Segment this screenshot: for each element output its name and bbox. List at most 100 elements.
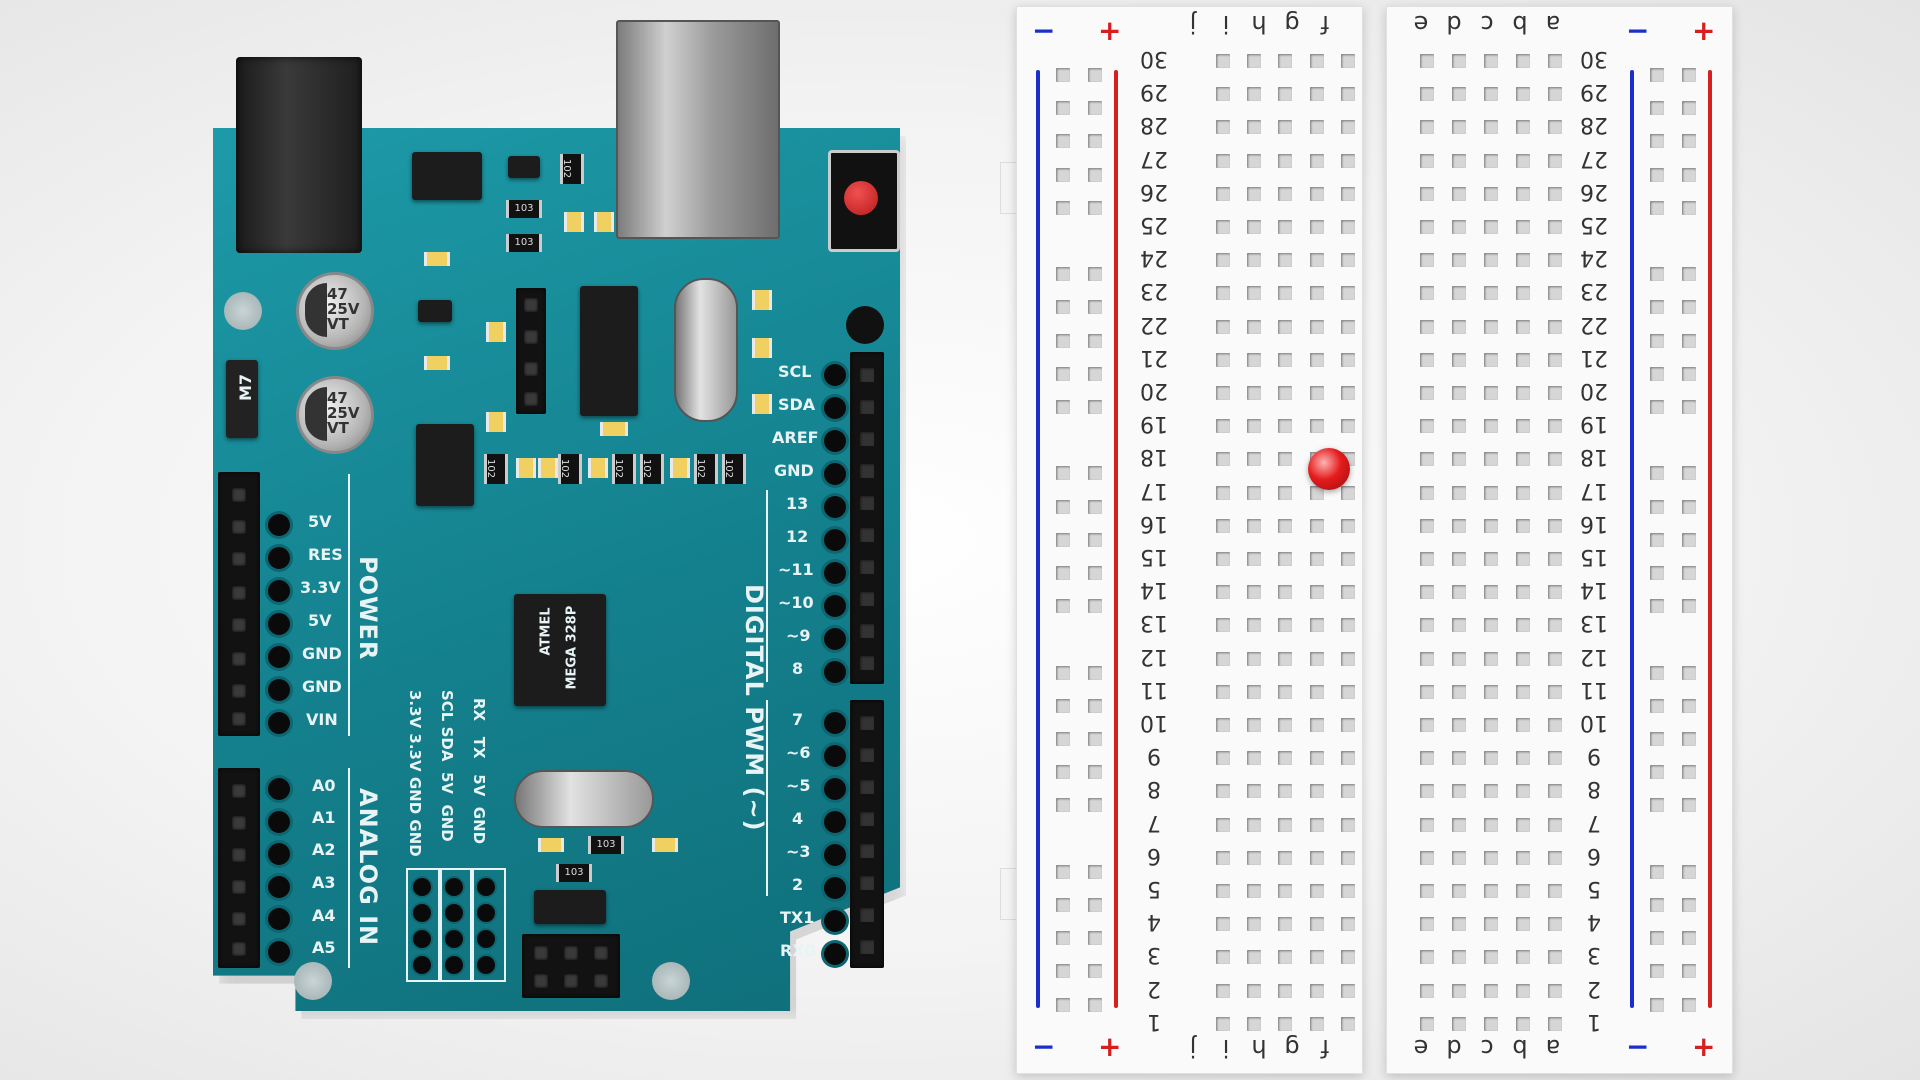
breadboard-hole[interactable] <box>1310 850 1324 865</box>
breadboard-hole[interactable] <box>1278 850 1292 865</box>
rail-hole[interactable] <box>1682 798 1696 813</box>
breadboard-hole[interactable] <box>1420 651 1434 666</box>
breadboard-hole[interactable] <box>1452 220 1466 234</box>
rail-hole[interactable] <box>1088 566 1102 580</box>
breadboard-hole[interactable] <box>1247 884 1261 898</box>
rail-hole[interactable] <box>1088 68 1102 82</box>
rail-hole[interactable] <box>1650 134 1664 149</box>
breadboard-hole[interactable] <box>1548 784 1562 799</box>
breadboard-hole[interactable] <box>1420 552 1434 566</box>
breadboard-hole[interactable] <box>1310 352 1324 367</box>
rail-hole[interactable] <box>1056 698 1070 713</box>
breadboard-hole[interactable] <box>1247 319 1261 334</box>
breadboard-hole[interactable] <box>1341 850 1355 865</box>
breadboard-hole[interactable] <box>1278 1016 1292 1031</box>
rail-hole[interactable] <box>1056 864 1070 879</box>
breadboard-hole[interactable] <box>1484 286 1498 301</box>
breadboard-hole[interactable] <box>1548 186 1562 201</box>
breadboard-hole[interactable] <box>1420 518 1434 533</box>
breadboard-hole[interactable] <box>1310 319 1324 334</box>
breadboard-hole[interactable] <box>1310 87 1324 102</box>
breadboard-hole[interactable] <box>1484 253 1498 268</box>
breadboard-hole[interactable] <box>1516 253 1530 268</box>
breadboard-hole[interactable] <box>1310 518 1324 533</box>
breadboard-hole[interactable] <box>1341 153 1355 168</box>
breadboard-hole[interactable] <box>1247 485 1261 500</box>
breadboard-hole[interactable] <box>1420 718 1434 732</box>
breadboard-hole[interactable] <box>1278 983 1292 998</box>
breadboard-hole[interactable] <box>1452 917 1466 932</box>
breadboard-hole[interactable] <box>1516 153 1530 168</box>
breadboard-hole[interactable] <box>1516 552 1530 566</box>
breadboard-hole[interactable] <box>1247 253 1261 268</box>
breadboard-hole[interactable] <box>1516 884 1530 898</box>
breadboard-hole[interactable] <box>1310 950 1324 965</box>
breadboard-hole[interactable] <box>1548 120 1562 135</box>
breadboard-hole[interactable] <box>1310 884 1324 898</box>
rail-hole[interactable] <box>1682 366 1696 381</box>
breadboard-hole[interactable] <box>1341 386 1355 400</box>
breadboard-hole[interactable] <box>1216 352 1230 367</box>
breadboard-hole[interactable] <box>1278 286 1292 301</box>
breadboard-hole[interactable] <box>1278 153 1292 168</box>
rail-hole[interactable] <box>1650 864 1664 879</box>
breadboard-hole[interactable] <box>1420 983 1434 998</box>
breadboard-hole[interactable] <box>1420 684 1434 699</box>
breadboard-hole[interactable] <box>1216 552 1230 566</box>
rail-hole[interactable] <box>1088 599 1102 614</box>
breadboard-hole[interactable] <box>1548 917 1562 932</box>
rail-hole[interactable] <box>1056 333 1070 348</box>
breadboard-hole[interactable] <box>1247 120 1261 135</box>
breadboard-hole[interactable] <box>1310 983 1324 998</box>
rail-hole[interactable] <box>1056 68 1070 82</box>
rail-hole[interactable] <box>1088 333 1102 348</box>
breadboard-hole[interactable] <box>1310 552 1324 566</box>
breadboard-hole[interactable] <box>1548 585 1562 600</box>
breadboard-hole[interactable] <box>1548 718 1562 732</box>
rail-hole[interactable] <box>1682 964 1696 979</box>
rail-hole[interactable] <box>1056 400 1070 414</box>
breadboard-hole[interactable] <box>1452 1016 1466 1031</box>
breadboard-hole[interactable] <box>1420 253 1434 268</box>
breadboard-hole[interactable] <box>1216 286 1230 301</box>
breadboard-hole[interactable] <box>1484 87 1498 102</box>
rail-hole[interactable] <box>1056 665 1070 680</box>
breadboard-hole[interactable] <box>1341 651 1355 666</box>
breadboard-hole[interactable] <box>1216 718 1230 732</box>
breadboard-hole[interactable] <box>1516 352 1530 367</box>
breadboard-hole[interactable] <box>1548 452 1562 467</box>
breadboard-hole[interactable] <box>1341 87 1355 102</box>
breadboard-hole[interactable] <box>1310 186 1324 201</box>
rail-hole[interactable] <box>1056 997 1070 1012</box>
breadboard-hole[interactable] <box>1247 153 1261 168</box>
rail-hole[interactable] <box>1650 68 1664 82</box>
breadboard-hole[interactable] <box>1341 319 1355 334</box>
breadboard-hole[interactable] <box>1310 386 1324 400</box>
breadboard-hole[interactable] <box>1216 784 1230 799</box>
breadboard-hole[interactable] <box>1247 850 1261 865</box>
breadboard-hole[interactable] <box>1452 651 1466 666</box>
rail-hole[interactable] <box>1650 400 1664 414</box>
breadboard-hole[interactable] <box>1548 253 1562 268</box>
breadboard-hole[interactable] <box>1420 153 1434 168</box>
breadboard-hole[interactable] <box>1420 352 1434 367</box>
breadboard-hole[interactable] <box>1341 983 1355 998</box>
rail-hole[interactable] <box>1650 898 1664 912</box>
rail-hole[interactable] <box>1682 765 1696 780</box>
rail-hole[interactable] <box>1056 964 1070 979</box>
breadboard-hole[interactable] <box>1278 950 1292 965</box>
breadboard-hole[interactable] <box>1247 87 1261 102</box>
rail-hole[interactable] <box>1650 798 1664 813</box>
breadboard-hole[interactable] <box>1310 253 1324 268</box>
breadboard-hole[interactable] <box>1420 319 1434 334</box>
breadboard-hole[interactable] <box>1216 618 1230 633</box>
breadboard-hole[interactable] <box>1484 884 1498 898</box>
breadboard-hole[interactable] <box>1341 54 1355 68</box>
breadboard-hole[interactable] <box>1247 452 1261 467</box>
breadboard-hole[interactable] <box>1278 186 1292 201</box>
rail-hole[interactable] <box>1088 765 1102 780</box>
rail-hole[interactable] <box>1682 566 1696 580</box>
rail-hole[interactable] <box>1682 499 1696 514</box>
breadboard-hole[interactable] <box>1420 950 1434 965</box>
rail-hole[interactable] <box>1650 466 1664 481</box>
